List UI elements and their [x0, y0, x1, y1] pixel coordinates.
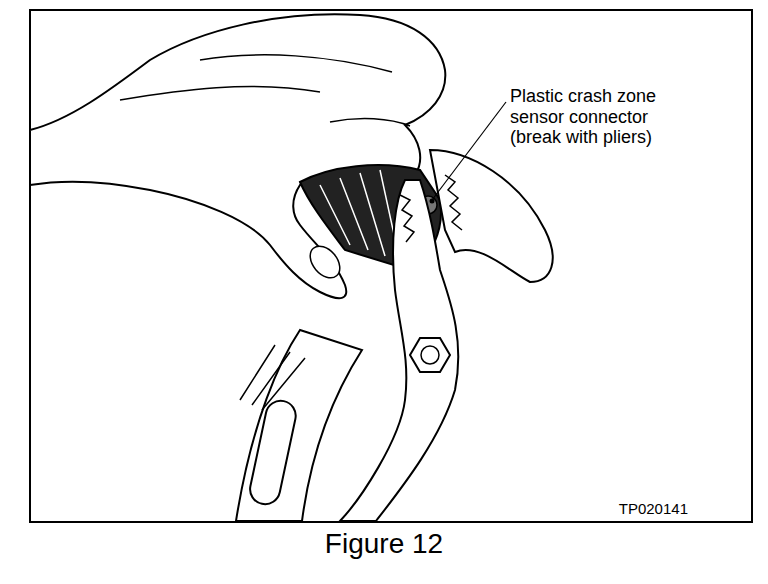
jaw-teeth [445, 175, 462, 230]
plier-rear-handle [236, 330, 362, 521]
plier-front-handle [340, 180, 458, 521]
thumbnail [304, 240, 346, 283]
finger-lines [120, 55, 410, 126]
figure-caption: Figure 12 [0, 528, 768, 560]
hand [30, 14, 445, 298]
handle-grip [240, 345, 305, 410]
figure-code: TP020141 [619, 500, 688, 517]
plier-upper-jaw [430, 150, 553, 282]
jaw-teeth [400, 195, 414, 242]
pivot-bolt [421, 346, 439, 364]
figure-frame [30, 10, 752, 522]
leader-line [432, 102, 506, 200]
connector-ribs [320, 170, 400, 262]
pivot-nut [410, 338, 450, 372]
leader-dot [430, 199, 435, 204]
part-label: Plastic crash zone sensor connector (bre… [510, 86, 690, 148]
handle-slot [247, 398, 298, 507]
